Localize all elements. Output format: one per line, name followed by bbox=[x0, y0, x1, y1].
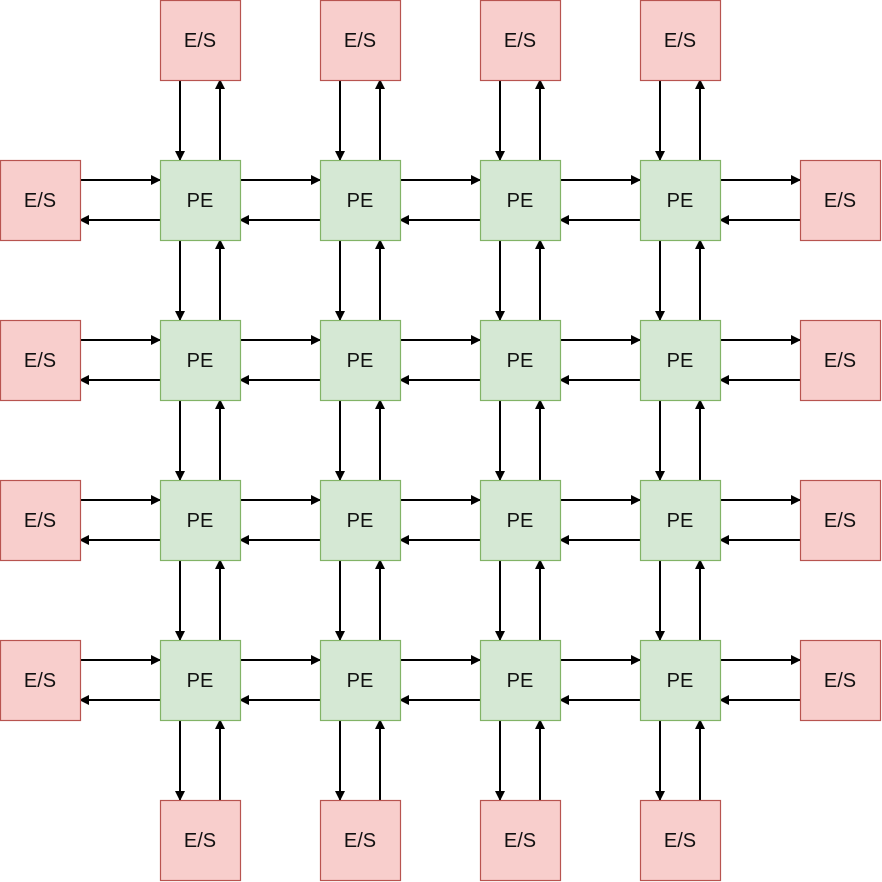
pe-node-r3-c2: PE bbox=[479, 639, 562, 722]
io-node-top-1-box bbox=[319, 0, 402, 82]
io-node-bottom-0-box bbox=[159, 799, 242, 882]
link-layer bbox=[79, 79, 801, 801]
io-node-left-3: E/S bbox=[0, 639, 82, 722]
io-node-bottom-3-label: E/S bbox=[664, 830, 696, 852]
pe-node-r2-c3-box bbox=[639, 479, 722, 562]
io-node-bottom-0-label: E/S bbox=[184, 830, 216, 852]
io-node-right-1-box bbox=[799, 319, 882, 402]
io-node-left-2-box bbox=[0, 479, 82, 562]
pe-node-r2-c0-box bbox=[159, 479, 242, 562]
pe-node-r3-c2-box bbox=[479, 639, 562, 722]
io-node-top-2-label: E/S bbox=[504, 30, 536, 52]
io-node-top-2-box bbox=[479, 0, 562, 82]
io-node-left-3-label: E/S bbox=[24, 670, 56, 692]
pe-node-r0-c2-box bbox=[479, 159, 562, 242]
io-node-right-0: E/S bbox=[799, 159, 882, 242]
io-node-bottom-2: E/S bbox=[479, 799, 562, 882]
io-node-top-0: E/S bbox=[159, 0, 242, 82]
pe-node-r1-c3: PE bbox=[639, 319, 722, 402]
io-node-bottom-1-box bbox=[319, 799, 402, 882]
pe-node-r3-c0: PE bbox=[159, 639, 242, 722]
io-node-left-2-label: E/S bbox=[24, 510, 56, 532]
pe-node-r1-c3-label: PE bbox=[667, 350, 694, 372]
io-node-top-1-label: E/S bbox=[344, 30, 376, 52]
pe-node-r0-c3-box bbox=[639, 159, 722, 242]
pe-node-r3-c1-label: PE bbox=[347, 670, 374, 692]
pe-node-r3-c3-label: PE bbox=[667, 670, 694, 692]
pe-node-r3-c3-box bbox=[639, 639, 722, 722]
pe-node-r1-c2-box bbox=[479, 319, 562, 402]
pe-node-r1-c3-box bbox=[639, 319, 722, 402]
io-node-top-3: E/S bbox=[639, 0, 722, 82]
pe-node-r1-c1: PE bbox=[319, 319, 402, 402]
pe-node-r3-c0-label: PE bbox=[187, 670, 214, 692]
io-node-right-2: E/S bbox=[799, 479, 882, 562]
io-node-right-1-label: E/S bbox=[824, 350, 856, 372]
pe-node-r1-c2-label: PE bbox=[507, 350, 534, 372]
pe-node-r2-c3: PE bbox=[639, 479, 722, 562]
io-node-right-3: E/S bbox=[799, 639, 882, 722]
pe-node-r2-c2-box bbox=[479, 479, 562, 562]
io-node-bottom-3-box bbox=[639, 799, 722, 882]
pe-node-r2-c0: PE bbox=[159, 479, 242, 562]
pe-node-r1-c1-label: PE bbox=[347, 350, 374, 372]
io-node-left-2: E/S bbox=[0, 479, 82, 562]
io-node-top-3-box bbox=[639, 0, 722, 82]
pe-node-r1-c1-box bbox=[319, 319, 402, 402]
pe-node-r0-c0: PE bbox=[159, 159, 242, 242]
io-node-left-1-label: E/S bbox=[24, 350, 56, 372]
pe-node-r0-c1: PE bbox=[319, 159, 402, 242]
pe-node-r0-c1-box bbox=[319, 159, 402, 242]
pe-node-r3-c0-box bbox=[159, 639, 242, 722]
io-node-left-0: E/S bbox=[0, 159, 82, 242]
pe-node-r0-c3-label: PE bbox=[667, 190, 694, 212]
io-node-top-0-label: E/S bbox=[184, 30, 216, 52]
pe-node-r3-c2-label: PE bbox=[507, 670, 534, 692]
io-node-bottom-0: E/S bbox=[159, 799, 242, 882]
pe-node-r1-c0: PE bbox=[159, 319, 242, 402]
pe-node-r0-c1-label: PE bbox=[347, 190, 374, 212]
pe-node-r0-c0-label: PE bbox=[187, 190, 214, 212]
pe-node-r0-c3: PE bbox=[639, 159, 722, 242]
io-node-right-2-label: E/S bbox=[824, 510, 856, 532]
pe-node-r1-c0-label: PE bbox=[187, 350, 214, 372]
pe-node-r0-c2-label: PE bbox=[507, 190, 534, 212]
pe-node-r0-c0-box bbox=[159, 159, 242, 242]
pe-node-r2-c2-label: PE bbox=[507, 510, 534, 532]
io-node-top-0-box bbox=[159, 0, 242, 82]
io-node-left-3-box bbox=[0, 639, 82, 722]
io-node-right-1: E/S bbox=[799, 319, 882, 402]
pe-node-r2-c1-label: PE bbox=[347, 510, 374, 532]
pe-node-r3-c1: PE bbox=[319, 639, 402, 722]
io-node-bottom-3: E/S bbox=[639, 799, 722, 882]
pe-node-r2-c1-box bbox=[319, 479, 402, 562]
io-node-bottom-1-label: E/S bbox=[344, 830, 376, 852]
pe-node-r2-c0-label: PE bbox=[187, 510, 214, 532]
pe-node-r1-c2: PE bbox=[479, 319, 562, 402]
pe-node-r3-c3: PE bbox=[639, 639, 722, 722]
pe-node-r3-c1-box bbox=[319, 639, 402, 722]
pe-node-r2-c1: PE bbox=[319, 479, 402, 562]
io-node-bottom-1: E/S bbox=[319, 799, 402, 882]
pe-node-r2-c2: PE bbox=[479, 479, 562, 562]
io-node-right-3-label: E/S bbox=[824, 670, 856, 692]
io-node-left-0-box bbox=[0, 159, 82, 242]
io-node-left-0-label: E/S bbox=[24, 190, 56, 212]
io-node-right-0-box bbox=[799, 159, 882, 242]
io-node-top-1: E/S bbox=[319, 0, 402, 82]
io-node-top-2: E/S bbox=[479, 0, 562, 82]
io-node-left-1-box bbox=[0, 319, 82, 402]
io-node-right-2-box bbox=[799, 479, 882, 562]
io-node-bottom-2-label: E/S bbox=[504, 830, 536, 852]
io-node-top-3-label: E/S bbox=[664, 30, 696, 52]
pe-node-r1-c0-box bbox=[159, 319, 242, 402]
io-node-left-1: E/S bbox=[0, 319, 82, 402]
io-node-right-0-label: E/S bbox=[824, 190, 856, 212]
pe-node-r2-c3-label: PE bbox=[667, 510, 694, 532]
io-node-right-3-box bbox=[799, 639, 882, 722]
io-node-bottom-2-box bbox=[479, 799, 562, 882]
pe-node-r0-c2: PE bbox=[479, 159, 562, 242]
